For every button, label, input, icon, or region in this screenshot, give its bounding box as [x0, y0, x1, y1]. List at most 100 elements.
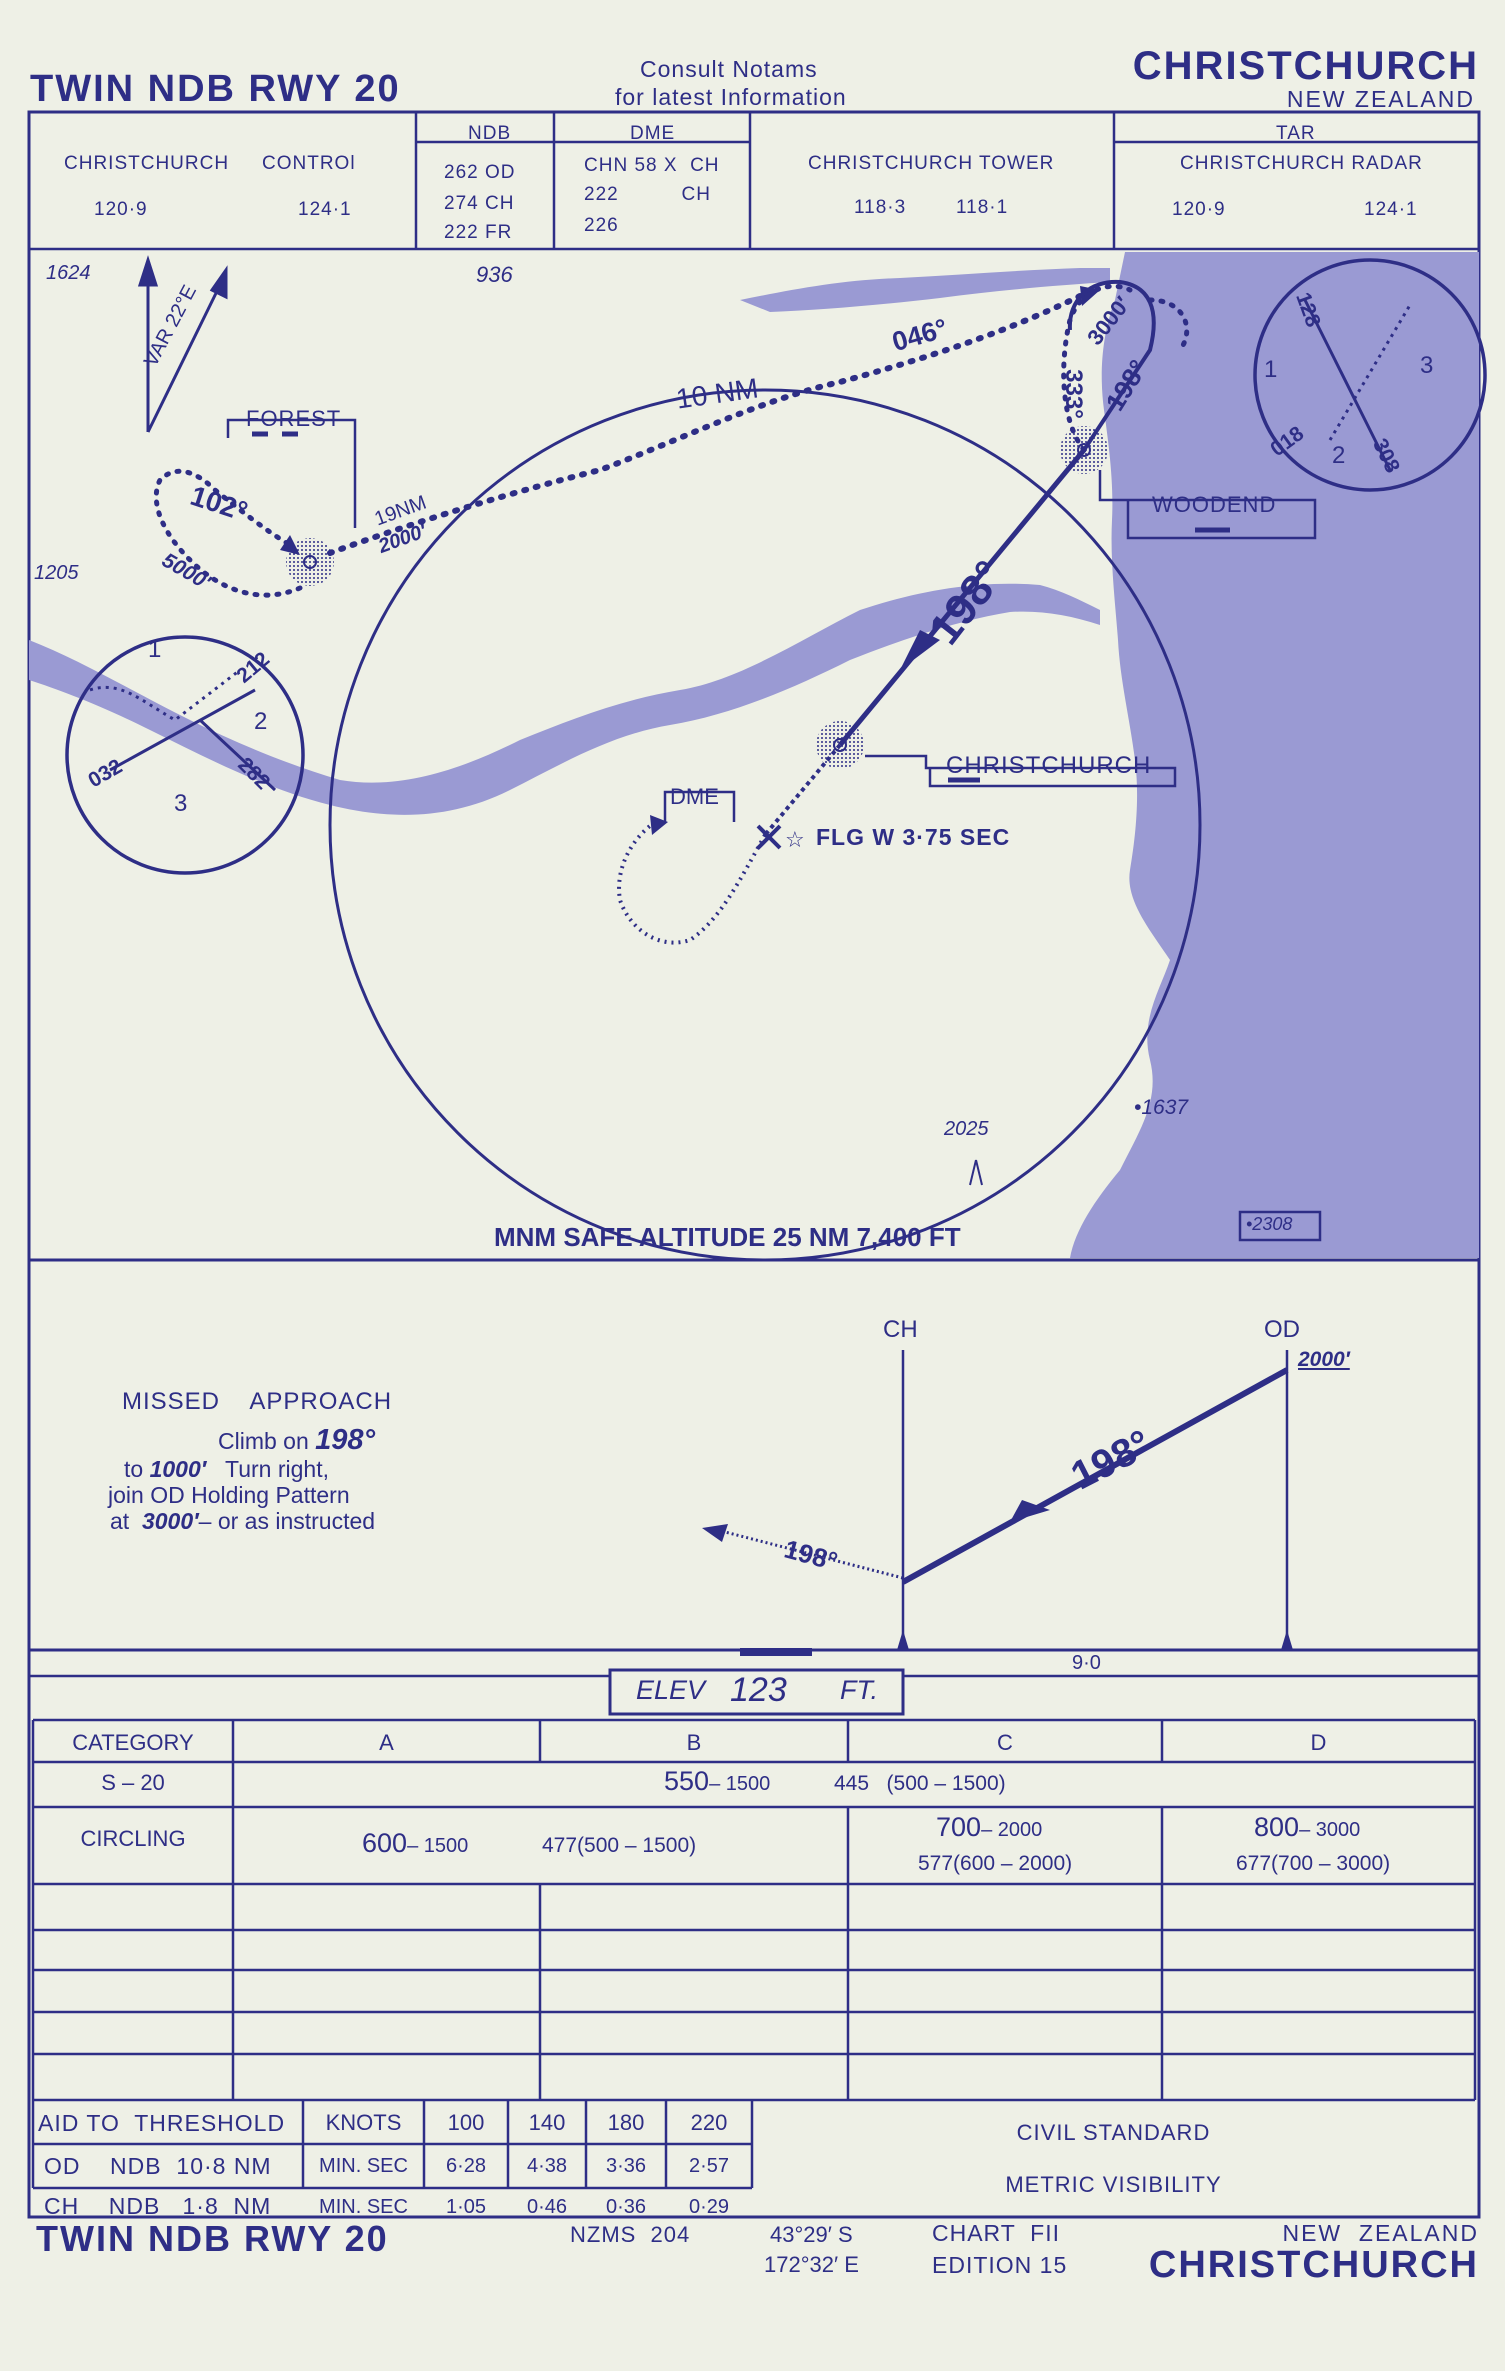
timing-ch-140: 0·46 — [526, 2196, 568, 2218]
spot-elev-1637: •1637 — [1134, 1096, 1189, 1119]
missed-approach-line3: join OD Holding Pattern — [108, 1482, 350, 1508]
tower-name: CHRISTCHURCH TOWER — [808, 153, 1055, 174]
circling-d-haa: 677(700 – 3000) — [1236, 1852, 1391, 1875]
fr-holding-pattern — [153, 468, 303, 598]
footer-nzms: NZMS 204 — [570, 2222, 691, 2247]
country-name: NEW ZEALAND — [1286, 86, 1475, 112]
footer-longitude: 172°32′ E — [764, 2252, 859, 2277]
dme-line-3: 226 — [584, 215, 619, 236]
timing-ch-aid: CH NDB 1·8 NM — [44, 2193, 272, 2219]
ndb-od: 262 OD — [444, 162, 516, 183]
ndb-title: NDB — [468, 123, 512, 144]
radar-name: CHRISTCHURCH RADAR — [1180, 153, 1423, 174]
elev-2308-box — [1238, 1210, 1322, 1242]
city-name: CHRISTCHURCH — [1132, 44, 1479, 88]
cat-a: A — [379, 1730, 394, 1755]
profile-altitude: 2000′ — [1298, 1348, 1350, 1371]
spot-elev-1624: 1624 — [46, 262, 91, 284]
circling-ab-haa: 477(500 – 1500) — [542, 1834, 697, 1857]
forest-label: FOREST — [246, 406, 342, 431]
cat-d: D — [1310, 1730, 1327, 1755]
final-approach-track — [838, 448, 1086, 747]
woodend-label: WOODEND — [1152, 492, 1277, 517]
spot-elev-2308: •2308 — [1246, 1214, 1293, 1234]
timing-od-unit: MIN. SEC — [319, 2155, 408, 2177]
dme-line-1: CHN 58 X CH — [584, 155, 720, 176]
control-freq-2: 124·1 — [298, 199, 352, 220]
cat-b: B — [686, 1730, 702, 1755]
dme-line-2: 222 CH — [584, 184, 711, 205]
sea-area — [1070, 252, 1479, 1258]
elev-value: 123 — [730, 1671, 787, 1709]
timing-od-220: 2·57 — [688, 2155, 730, 2177]
river-south — [29, 583, 1100, 815]
control-label: CONTROl — [262, 153, 356, 174]
radar-freq-2: 124·1 — [1364, 199, 1418, 220]
chart-title: TWIN NDB RWY 20 — [30, 68, 401, 110]
s20-minima: 550– 1500 — [664, 1766, 771, 1796]
cat-c: C — [997, 1730, 1013, 1755]
control-name: CHRISTCHURCH — [64, 153, 230, 174]
ndb-ch: 274 CH — [444, 193, 515, 214]
spot-elev-1205: 1205 — [34, 562, 79, 584]
circling-c-haa: 577(600 – 2000) — [918, 1852, 1073, 1875]
footer-title: TWIN NDB RWY 20 — [36, 2218, 389, 2259]
spot-elev-936: 936 — [476, 262, 513, 287]
forest-box — [226, 418, 357, 528]
right-inset-3: 3 — [1420, 352, 1434, 379]
timing-ch-100: 1·05 — [445, 2196, 487, 2218]
timing-header-aid: AID TO THRESHOLD — [38, 2110, 286, 2136]
left-inset-2: 2 — [254, 708, 268, 735]
tar-title: TAR — [1276, 123, 1316, 144]
right-inset-2: 2 — [1332, 442, 1346, 469]
missed-approach-line1: Climb on 198° — [218, 1424, 376, 1456]
svg-text:☆: ☆ — [785, 827, 805, 852]
od-holding-inbound — [1067, 279, 1156, 452]
ndb-fr: 222 FR — [444, 222, 513, 243]
timing-ch-unit: MIN. SEC — [319, 2196, 408, 2218]
fr-ndb — [286, 538, 334, 586]
profile-distance: 9·0 — [1072, 1652, 1101, 1674]
christchurch-box — [865, 754, 1177, 788]
footer-city: CHRISTCHURCH — [1148, 2244, 1479, 2286]
ten-nm-ring — [328, 388, 1202, 1262]
dme-title: DME — [630, 123, 676, 144]
flg-label: FLG W 3·75 SEC — [816, 824, 1011, 850]
spot-elev-2025: 2025 — [944, 1118, 989, 1140]
right-inset-1: 1 — [1264, 356, 1278, 383]
missed-approach-line2: to 1000′ Turn right, — [124, 1456, 329, 1482]
holding-333: 333° — [1059, 369, 1087, 419]
timing-od-180: 3·36 — [605, 2155, 647, 2177]
missed-approach-title: MISSED APPROACH — [122, 1388, 393, 1415]
circling-ab-minima: 600– 1500 — [362, 1828, 469, 1858]
consult-notams: Consult Notams — [640, 56, 818, 82]
latest-information: for latest Information — [615, 84, 847, 110]
msa-label: MNM SAFE ALTITUDE 25 NM 7,400 FT — [494, 1222, 961, 1252]
circling-label: CIRCLING — [80, 1826, 186, 1851]
s20-label: S – 20 — [101, 1770, 165, 1795]
timing-header-140: 140 — [528, 2110, 566, 2135]
timing-ch-180: 0·36 — [605, 2196, 647, 2218]
footer-latitude: 43°29′ S — [770, 2222, 853, 2247]
radar-freq-1: 120·9 — [1172, 199, 1226, 220]
timing-od-100: 6·28 — [445, 2155, 487, 2177]
dme-box — [663, 790, 736, 822]
timing-od-aid: OD NDB 10·8 NM — [44, 2153, 272, 2179]
timing-header-knots: KNOTS — [325, 2110, 402, 2135]
civil-standard: CIVIL STANDARD — [1016, 2120, 1211, 2145]
timing-od-140: 4·38 — [526, 2155, 568, 2177]
tower-freq-1: 118·3 — [854, 197, 907, 218]
s20-haa: 445 (500 – 1500) — [834, 1772, 1006, 1795]
elev-box — [608, 1668, 905, 1716]
dme-fix-label: DME — [670, 784, 719, 809]
left-holding-inset — [65, 635, 305, 875]
timing-header-180: 180 — [607, 2110, 645, 2135]
profile-ch: CH — [883, 1316, 918, 1343]
left-inset-3: 3 — [174, 790, 188, 817]
profile-od: OD — [1264, 1316, 1300, 1343]
elev-unit: FT. — [840, 1675, 879, 1705]
woodend-box — [1098, 470, 1317, 540]
circling-d-minima: 800– 3000 — [1254, 1812, 1361, 1842]
